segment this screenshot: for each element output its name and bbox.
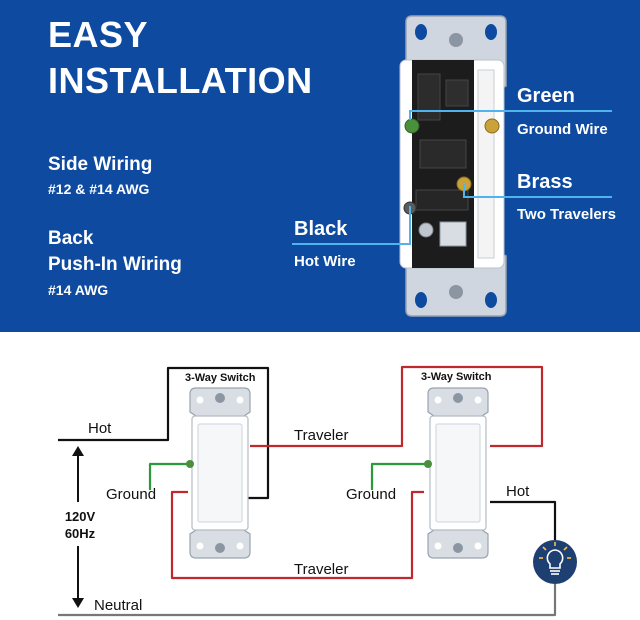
ground-label-left: Ground	[106, 486, 157, 503]
side-wiring-label: Side Wiring	[48, 154, 153, 175]
switch-2-ground-screw	[424, 460, 432, 468]
ground-label-right: Ground	[346, 486, 397, 503]
traveler-screw-top	[484, 118, 500, 134]
switch-1-ground-screw	[186, 460, 194, 468]
hot-label-left: Hot	[88, 420, 112, 437]
switch-body	[399, 59, 505, 269]
traveler-label-top: Traveler	[294, 427, 349, 444]
black-callout-subtitle: Hot Wire	[294, 253, 356, 270]
brass-callout-line	[463, 184, 612, 198]
voltage-arrow	[72, 446, 84, 608]
back-wiring-gauge: #14 AWG	[48, 282, 109, 298]
hot-label-right: Hot	[506, 483, 530, 500]
switch-1	[186, 387, 251, 559]
back-wiring-label-line1: Back	[48, 228, 94, 249]
brass-callout-title: Brass	[517, 171, 573, 193]
headline-line1: EASY	[48, 14, 149, 55]
traveler-wire-top	[250, 365, 544, 448]
callout-lines	[292, 110, 612, 245]
switch-photo-illustration	[292, 15, 612, 317]
hot-wire	[58, 366, 270, 500]
switched-hot-wire	[490, 500, 557, 540]
traveler-wire-bottom	[170, 490, 424, 580]
traveler-label-bottom: Traveler	[294, 561, 349, 578]
light-bulb-icon	[533, 540, 577, 584]
black-callout-title: Black	[294, 218, 348, 240]
green-callout-subtitle: Ground Wire	[517, 121, 608, 138]
switch-2	[424, 387, 489, 559]
wiring-diagram: 3-Way Switch 3-Way Switch Hot Traveler G…	[0, 332, 640, 620]
wires	[58, 365, 557, 617]
frequency-label: 60Hz	[64, 526, 96, 541]
ground-screw	[404, 118, 420, 134]
black-callout-line	[292, 206, 411, 245]
side-wiring-gauge: #12 & #14 AWG	[48, 181, 150, 197]
ground-wire-left	[148, 462, 190, 490]
ground-wire-right	[370, 462, 426, 490]
neutral-wire	[58, 584, 557, 617]
installation-banner: EASY INSTALLATION Side Wiring #12 & #14 …	[0, 0, 640, 332]
back-wiring-label-line2: Push-In Wiring	[48, 254, 182, 275]
headline-line2: INSTALLATION	[48, 60, 313, 101]
switch-2-title: 3-Way Switch	[421, 371, 492, 383]
brass-callout-subtitle: Two Travelers	[517, 206, 616, 223]
wiring-diagram-drawing	[58, 365, 577, 617]
voltage-label: 120V	[64, 509, 96, 524]
green-callout-title: Green	[517, 85, 575, 107]
switch-1-title: 3-Way Switch	[185, 372, 256, 384]
neutral-label: Neutral	[94, 597, 143, 614]
green-callout-line	[409, 110, 612, 120]
